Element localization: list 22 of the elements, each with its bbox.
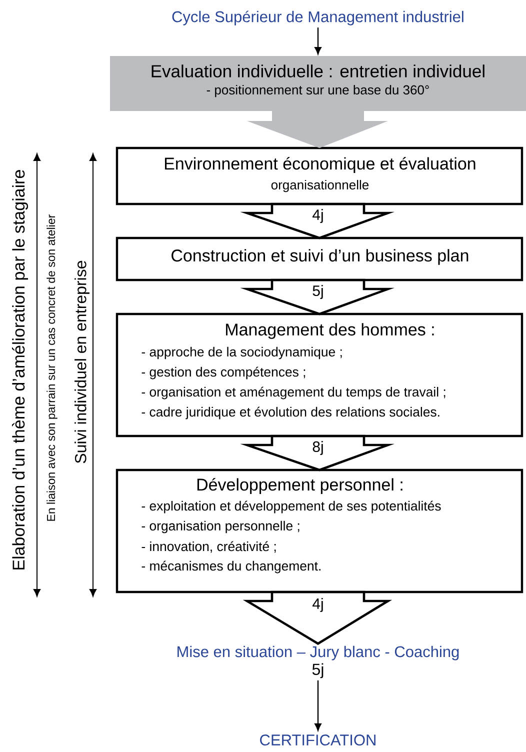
block-arrow bbox=[240, 434, 394, 472]
process-box: Evaluation individuelle : entretien individuel - positionnement sur une base du 360° bbox=[110, 56, 526, 111]
arrow bbox=[314, 680, 322, 731]
node-label: 5j bbox=[312, 285, 323, 299]
node-label: 8j bbox=[312, 441, 323, 455]
block-arrow bbox=[247, 111, 388, 148]
block-arrow bbox=[240, 202, 394, 240]
block-arrow bbox=[242, 590, 392, 645]
process-box: Management des hommes : - approche de la sociodynamique ; - gestion des compétences ; - organisation et aménagement du temps de travail ; - cadre juridique et évolution des relations sociales. 8j bbox=[116, 312, 524, 455]
side-label: Suivi individuel en entreprise bbox=[74, 260, 90, 464]
process-box: Environnement économique et évaluation organisationnelle 4j bbox=[116, 146, 524, 223]
node-label: 4j bbox=[312, 598, 323, 612]
process-box: Développement personnel : - exploitation et développement de ses potentialités - organisation personnelle ; - innovation, créativité ; - mécanismes du changement. 4j bbox=[116, 468, 524, 612]
process-box: Construction et suivi d’un business plan 5j bbox=[116, 236, 524, 299]
arrow bbox=[314, 28, 322, 54]
stage-text: Mise en situation – Jury blanc - Coaching 5j bbox=[178, 646, 459, 678]
block-arrow bbox=[240, 278, 394, 316]
result-text: CERTIFICATION bbox=[260, 734, 376, 746]
heading-text: Cycle Supérieur de Management industriel bbox=[172, 10, 464, 26]
side-label: En liaison avec son parrain sur un cas concret de son atelier bbox=[46, 214, 58, 521]
side-label: Elaboration d’un thème d’amélioration par le stagiaire bbox=[12, 170, 28, 570]
node-label: 4j bbox=[312, 209, 323, 223]
